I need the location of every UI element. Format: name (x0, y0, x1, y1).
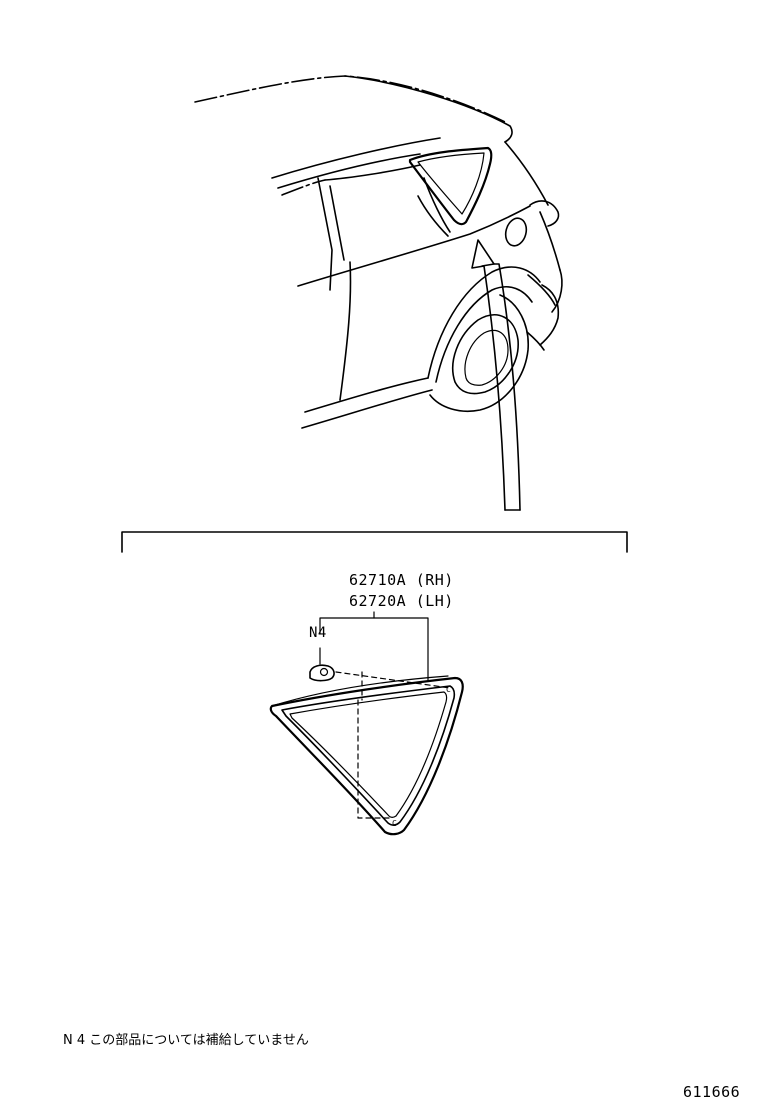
part-leader-lines (319, 611, 429, 681)
section-bracket (121, 531, 628, 553)
location-arrow (471, 239, 521, 511)
quarter-window-glass (269, 675, 464, 836)
figure-number: 611666 (683, 1083, 741, 1101)
footnote-text: N 4 この部品については補給していません (63, 1033, 309, 1048)
clip-mark-lower: C (392, 819, 398, 828)
part-number-lh: 62720A (LH) (349, 592, 454, 610)
vehicle-rear-quarter-illustration (194, 75, 563, 429)
reference-mark-n4: N4 (309, 625, 327, 641)
part-number-rh: 62710A (RH) (349, 571, 454, 589)
clip-mark-upper: C (446, 685, 452, 694)
